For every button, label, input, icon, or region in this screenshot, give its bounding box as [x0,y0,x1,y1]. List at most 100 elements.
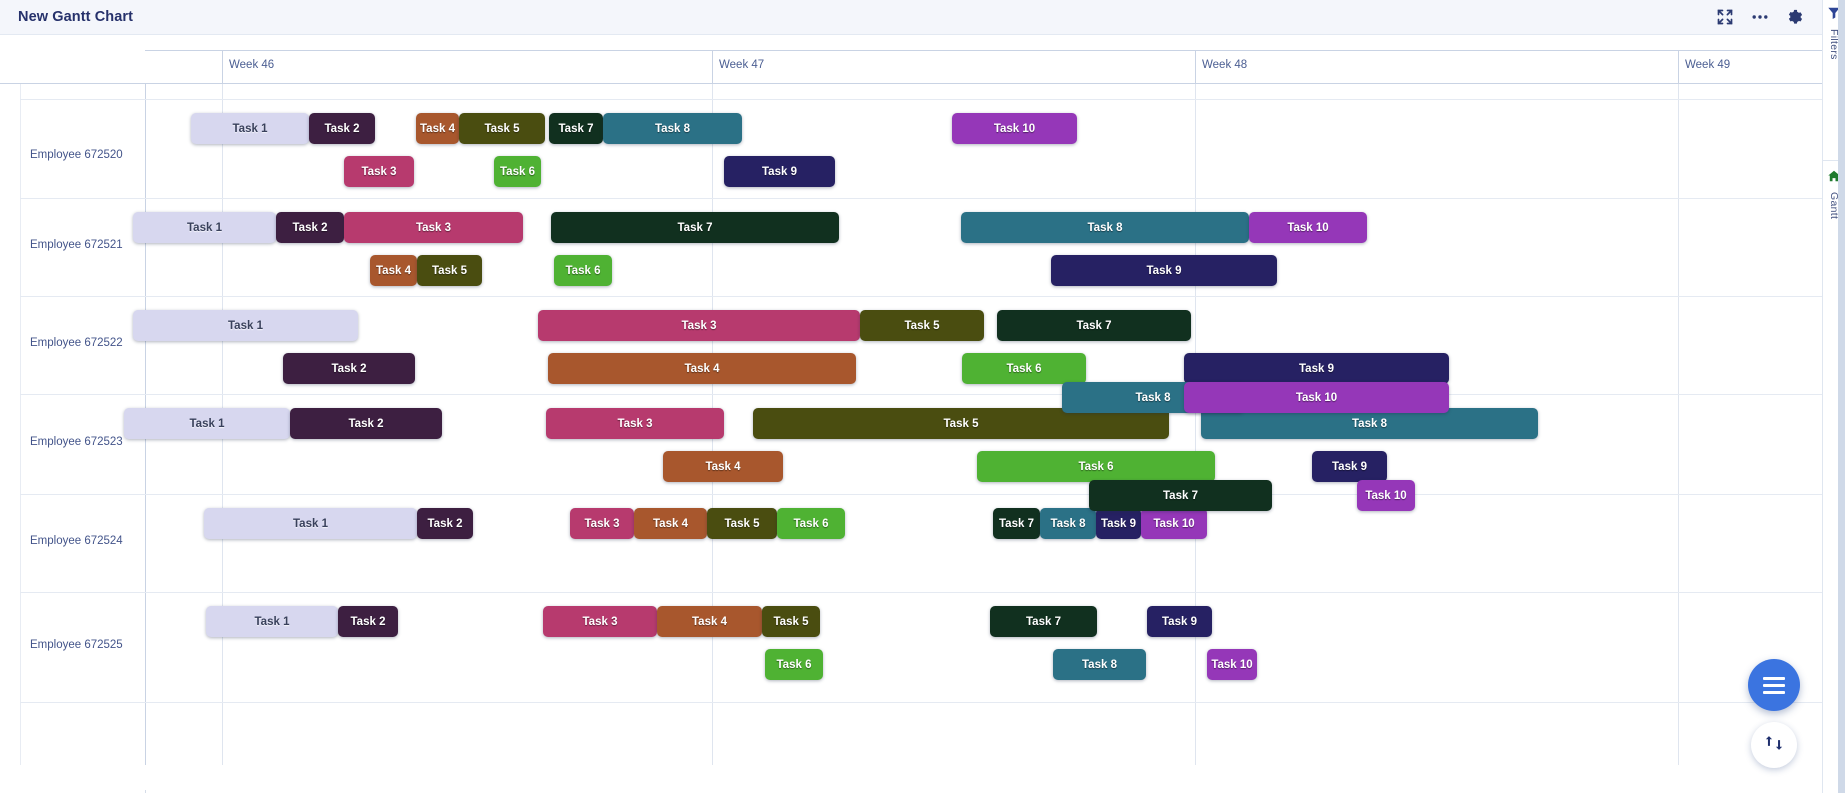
gantt-task-bar[interactable]: Task 8 [603,113,742,144]
gantt-task-bar[interactable]: Task 3 [543,606,657,637]
gantt-task-bar[interactable]: Task 4 [634,508,707,539]
label-column-edge [20,84,21,765]
timeline-gridline [1195,84,1196,765]
gantt-task-bar[interactable]: Task 9 [1184,353,1449,384]
gantt-task-bar[interactable]: Task 10 [1249,212,1367,243]
gantt-task-bar[interactable]: Task 6 [962,353,1086,384]
row-separator [20,99,1822,100]
gantt-task-bar[interactable]: Task 9 [1147,606,1212,637]
gantt-task-bar[interactable]: Task 8 [1053,649,1146,680]
page-title: New Gantt Chart [18,9,134,25]
fullscreen-icon[interactable] [1717,9,1733,25]
timeline-bottom-rule [0,83,1822,84]
gantt-task-bar[interactable]: Task 4 [548,353,856,384]
gantt-task-bar[interactable]: Task 5 [417,255,482,286]
gantt-task-bar[interactable]: Task 5 [459,113,545,144]
gantt-task-bar[interactable]: Task 5 [762,606,820,637]
funnel-icon [1827,6,1841,25]
gantt-task-bar[interactable]: Task 1 [206,606,338,637]
gantt-task-bar[interactable]: Task 4 [657,606,762,637]
rail-label-filters: Filters [1828,29,1840,60]
gantt-task-bar[interactable]: Task 6 [554,255,612,286]
gantt-task-bar[interactable]: Task 9 [1312,451,1387,482]
gantt-task-bar[interactable]: Task 10 [1357,480,1415,511]
gantt-task-bar[interactable]: Task 3 [344,212,523,243]
gantt-task-bar[interactable]: Task 3 [546,408,724,439]
row-label: Employee 672521 [30,238,123,251]
gantt-task-bar[interactable]: Task 2 [283,353,415,384]
row-separator [20,702,1822,703]
settings-gear-icon[interactable] [1787,9,1804,26]
row-label: Employee 672523 [30,436,123,448]
gantt-task-bar[interactable]: Task 7 [993,508,1040,539]
gantt-task-bar[interactable]: Task 4 [663,451,783,482]
gantt-task-bar[interactable]: Task 7 [997,310,1191,341]
timeline-top-rule [145,50,1822,51]
gantt-task-bar[interactable]: Task 8 [1201,408,1538,439]
gantt-task-bar[interactable]: Task 5 [753,408,1169,439]
gantt-task-bar[interactable]: Task 2 [338,606,398,637]
row-label: Employee 672520 [30,148,123,161]
gantt-task-bar[interactable]: Task 10 [1184,382,1449,413]
app-header: New Gantt Chart [0,0,1822,35]
rail-item-filters[interactable]: Filters [1823,0,1845,60]
home-icon [1827,169,1841,188]
gantt-task-bar[interactable]: Task 3 [570,508,634,539]
gantt-task-bar[interactable]: Task 5 [860,310,984,341]
gantt-task-bar[interactable]: Task 9 [1051,255,1277,286]
gantt-task-bar[interactable]: Task 1 [124,408,290,439]
gantt-task-bar[interactable]: Task 7 [990,606,1097,637]
swap-arrows-icon [1763,732,1785,759]
gantt-task-bar[interactable]: Task 1 [204,508,417,539]
row-separator [20,394,1822,395]
row-separator [20,296,1822,297]
row-label: Employee 672522 [30,337,123,349]
timeline-column-header: Week 48 [1195,50,1678,83]
gantt-task-bar[interactable]: Task 9 [1096,508,1141,539]
gantt-task-bar[interactable]: Task 8 [961,212,1249,243]
row-separator [20,592,1822,593]
gantt-task-bar[interactable]: Task 10 [1207,649,1257,680]
timeline-column-header: Week 49 [1678,50,1822,83]
hamburger-icon [1763,676,1785,694]
gantt-task-bar[interactable]: Task 2 [276,212,344,243]
gantt-task-bar[interactable]: Task 7 [1089,480,1272,511]
footer-column-tick [145,790,146,793]
gantt-task-bar[interactable]: Task 3 [538,310,860,341]
gantt-task-bar[interactable]: Task 7 [549,113,603,144]
row-label: Employee 672524 [30,535,123,547]
gantt-task-bar[interactable]: Task 7 [551,212,839,243]
gantt-task-bar[interactable]: Task 10 [952,113,1077,144]
gantt-task-bar[interactable]: Task 1 [133,212,276,243]
timeline-gridline [1678,84,1679,765]
gantt-task-bar[interactable]: Task 1 [191,113,309,144]
gantt-task-bar[interactable]: Task 2 [417,508,473,539]
gantt-task-bar[interactable]: Task 4 [416,113,459,144]
gantt-task-bar[interactable]: Task 10 [1141,508,1207,539]
rail-label-gantt: Gantt [1828,191,1840,219]
gantt-task-bar[interactable]: Task 9 [724,156,835,187]
gantt-task-bar[interactable]: Task 4 [370,255,417,286]
more-options-icon[interactable] [1751,9,1769,25]
rail-item-gantt[interactable]: Gantt [1823,159,1845,219]
gantt-task-bar[interactable]: Task 1 [133,310,358,341]
timeline-column-header: Week 46 [222,50,712,83]
gantt-task-bar[interactable]: Task 6 [977,451,1215,482]
swap-fab[interactable] [1751,722,1797,768]
row-separator [20,198,1822,199]
gantt-task-bar[interactable]: Task 3 [344,156,414,187]
gantt-task-bar[interactable]: Task 5 [707,508,777,539]
menu-fab[interactable] [1748,659,1800,711]
gantt-task-bar[interactable]: Task 2 [309,113,375,144]
page-scrollbar[interactable] [1838,0,1845,793]
gantt-task-bar[interactable]: Task 8 [1040,508,1096,539]
gantt-task-bar[interactable]: Task 6 [777,508,845,539]
gantt-task-bar[interactable]: Task 6 [494,156,541,187]
gantt-task-bar[interactable]: Task 6 [765,649,823,680]
gantt-task-bar[interactable]: Task 2 [290,408,442,439]
row-label: Employee 672525 [30,639,123,651]
row-separator [20,494,1822,495]
header-icon-group [1717,9,1822,26]
